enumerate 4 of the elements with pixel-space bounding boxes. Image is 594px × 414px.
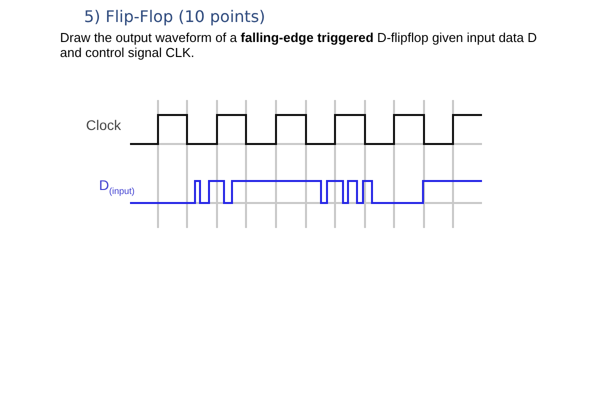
heading: 5) Flip-Flop (10 points) xyxy=(84,7,266,26)
signal-label: Clock xyxy=(86,117,122,133)
signal-label: D$_{(input)}$ xyxy=(99,177,135,196)
instruction-text: Draw the output waveform of a falling-edge triggered D-flipflop given input data D and control signal CLK. xyxy=(60,30,538,60)
